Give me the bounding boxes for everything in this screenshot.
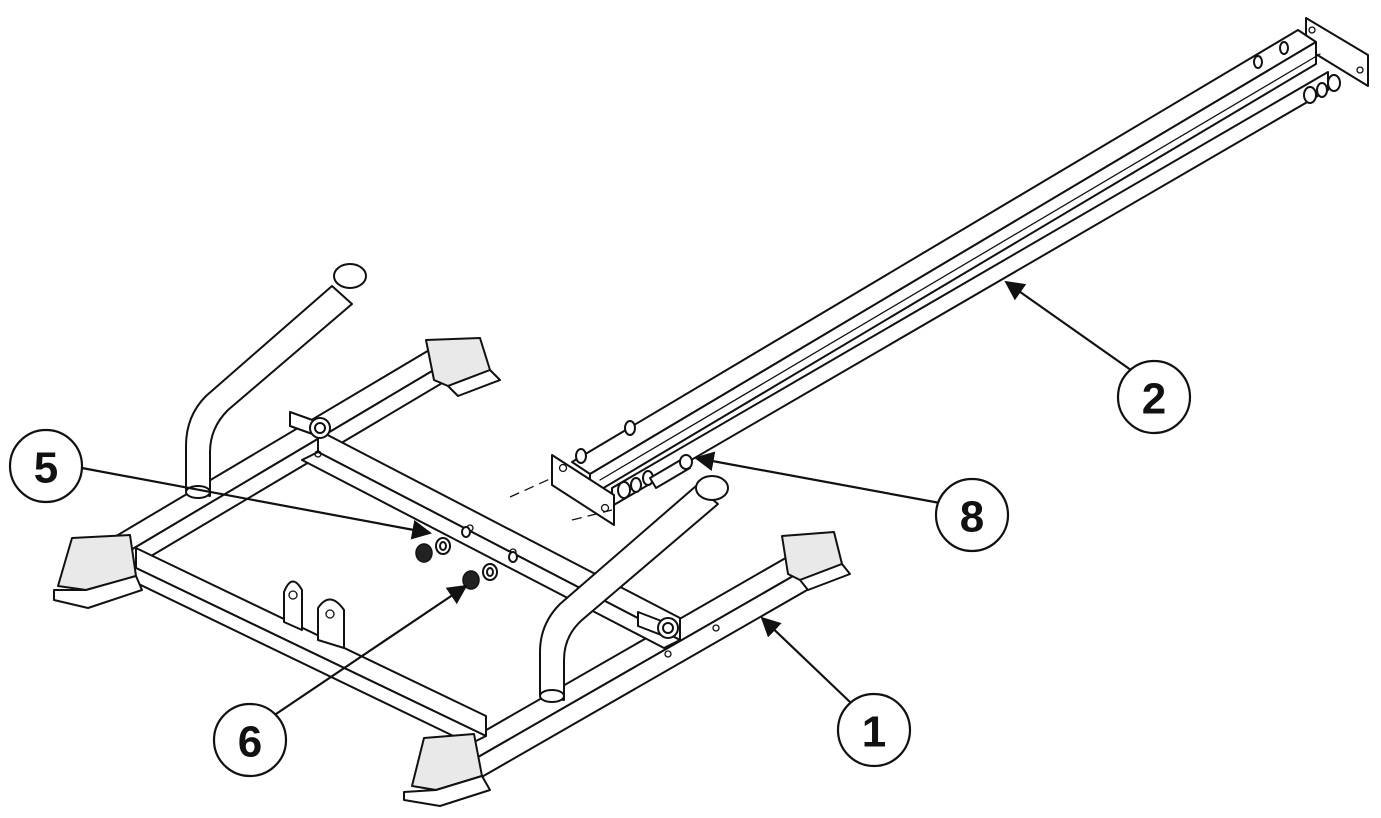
leader-8 bbox=[694, 451, 941, 505]
leader-1 bbox=[760, 616, 851, 703]
leader-2 bbox=[1004, 280, 1139, 376]
fasteners-part-6 bbox=[462, 551, 518, 590]
callout-8-label: 8 bbox=[960, 493, 984, 542]
callout-5: 5 bbox=[8, 428, 84, 504]
callout-8: 8 bbox=[934, 477, 1010, 553]
callout-1-label: 1 bbox=[862, 708, 886, 757]
far-end-bolts bbox=[1253, 41, 1341, 104]
leader-5 bbox=[81, 466, 432, 540]
callout-2: 2 bbox=[1116, 359, 1192, 435]
callout-6-label: 6 bbox=[238, 718, 262, 767]
near-end-bolts bbox=[575, 420, 654, 499]
callout-2-label: 2 bbox=[1142, 375, 1166, 424]
rail-beam-part bbox=[509, 17, 1369, 526]
foot-caps bbox=[53, 337, 851, 807]
callout-5-label: 5 bbox=[34, 444, 58, 493]
leader-6 bbox=[275, 584, 468, 715]
axle-bushing-part bbox=[649, 454, 693, 489]
callout-6: 6 bbox=[212, 702, 288, 778]
handle-posts bbox=[185, 263, 729, 703]
base-frame-part bbox=[53, 263, 851, 807]
callout-leaders bbox=[81, 280, 1139, 715]
hinge-tabs bbox=[283, 580, 345, 649]
callout-1: 1 bbox=[836, 692, 912, 768]
fasteners-part-5 bbox=[415, 526, 471, 563]
pivot-bosses bbox=[289, 411, 679, 639]
